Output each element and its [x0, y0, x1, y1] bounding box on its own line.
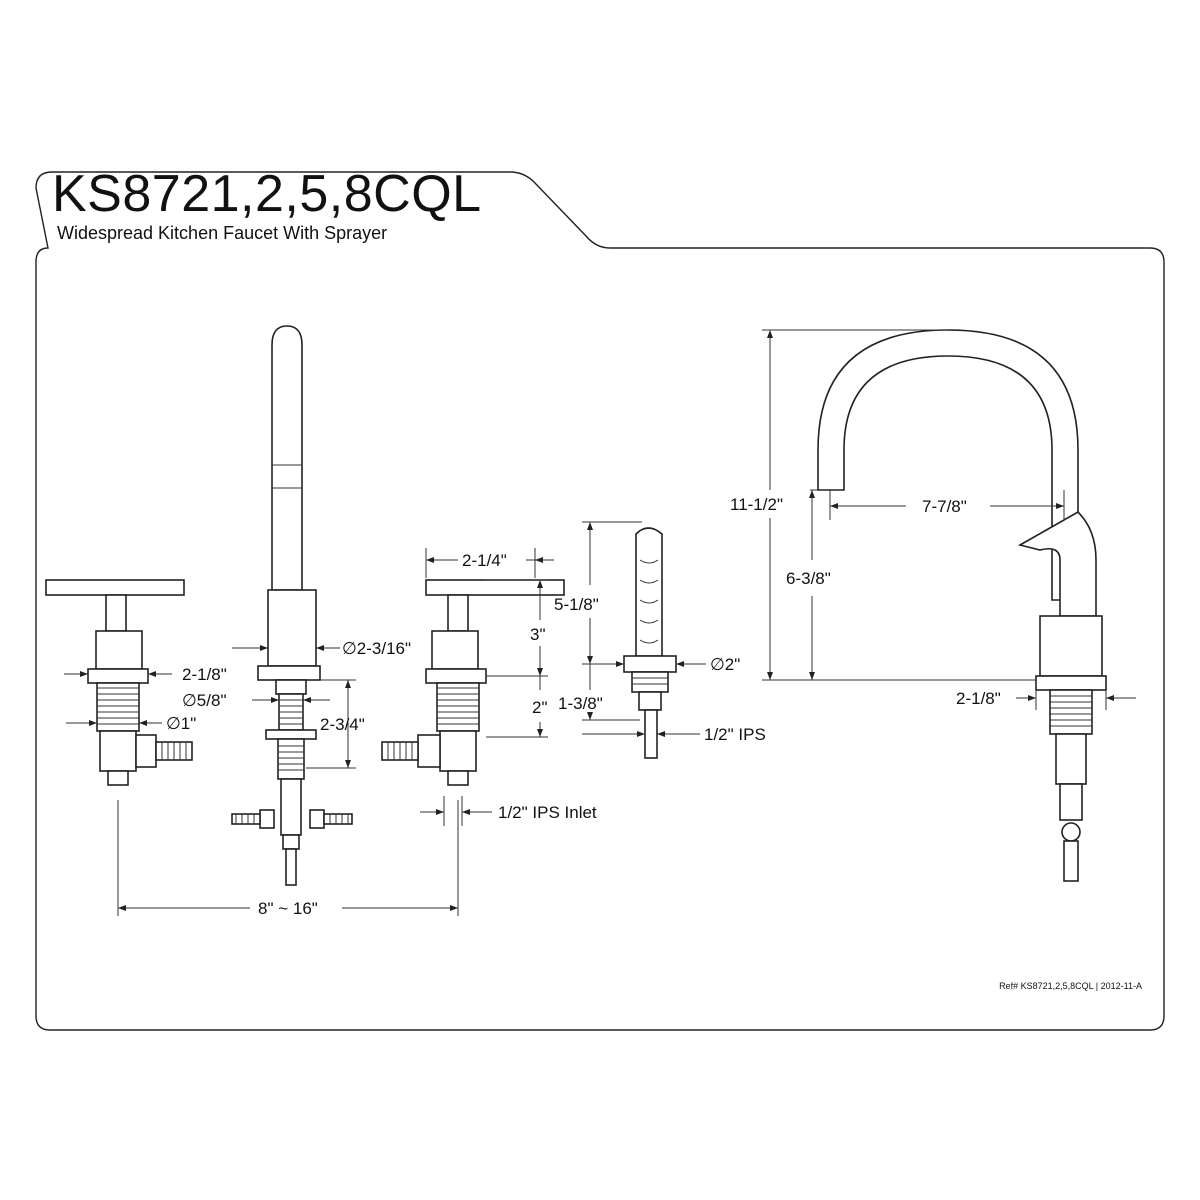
dim-base-width: 2-1/8"	[956, 689, 1001, 708]
dim-spout-height: 11-1/2"	[730, 495, 783, 514]
dim-shank-dia: ∅5/8"	[182, 691, 226, 710]
dim-handle-shank: 2"	[532, 698, 548, 717]
spout-body	[231, 325, 353, 886]
dim-sprayer-base: ∅2"	[710, 655, 740, 674]
dim-handle-width: 2-1/8"	[182, 665, 227, 684]
dim-handle-height: 3"	[530, 625, 546, 644]
dim-sprayer-height: 5-1/8"	[554, 595, 599, 614]
dimension-lines	[64, 329, 1136, 916]
dim-spout-reach: 7-7/8"	[922, 497, 967, 516]
dim-sprayer-shank: 1-3/8"	[558, 694, 603, 713]
product-description: Widespread Kitchen Faucet With Sprayer	[57, 223, 388, 243]
drawing-frame	[35, 171, 1165, 1031]
dim-handle-hole: ∅1"	[166, 714, 196, 733]
dim-inlet: 1/2" IPS Inlet	[498, 803, 597, 822]
dim-center-spread: 8" ~ 16"	[258, 899, 318, 918]
dim-spout-base-dia: ∅2-3/16"	[342, 639, 411, 658]
side-sprayer	[623, 527, 677, 759]
left-handle-valve	[45, 579, 193, 786]
side-view-spout	[817, 329, 1107, 882]
dim-spout-outlet-height: 6-3/8"	[786, 569, 831, 588]
reference-number: Ref# KS8721,2,5,8CQL | 2012-11-A	[999, 981, 1142, 991]
dim-sprayer-ips: 1/2" IPS	[704, 725, 766, 744]
dim-shank-length: 2-3/4"	[320, 715, 365, 734]
right-handle-valve	[381, 579, 565, 786]
dim-handle-top-width: 2-1/4"	[462, 551, 507, 570]
model-title: KS8721,2,5,8CQL	[52, 165, 482, 223]
